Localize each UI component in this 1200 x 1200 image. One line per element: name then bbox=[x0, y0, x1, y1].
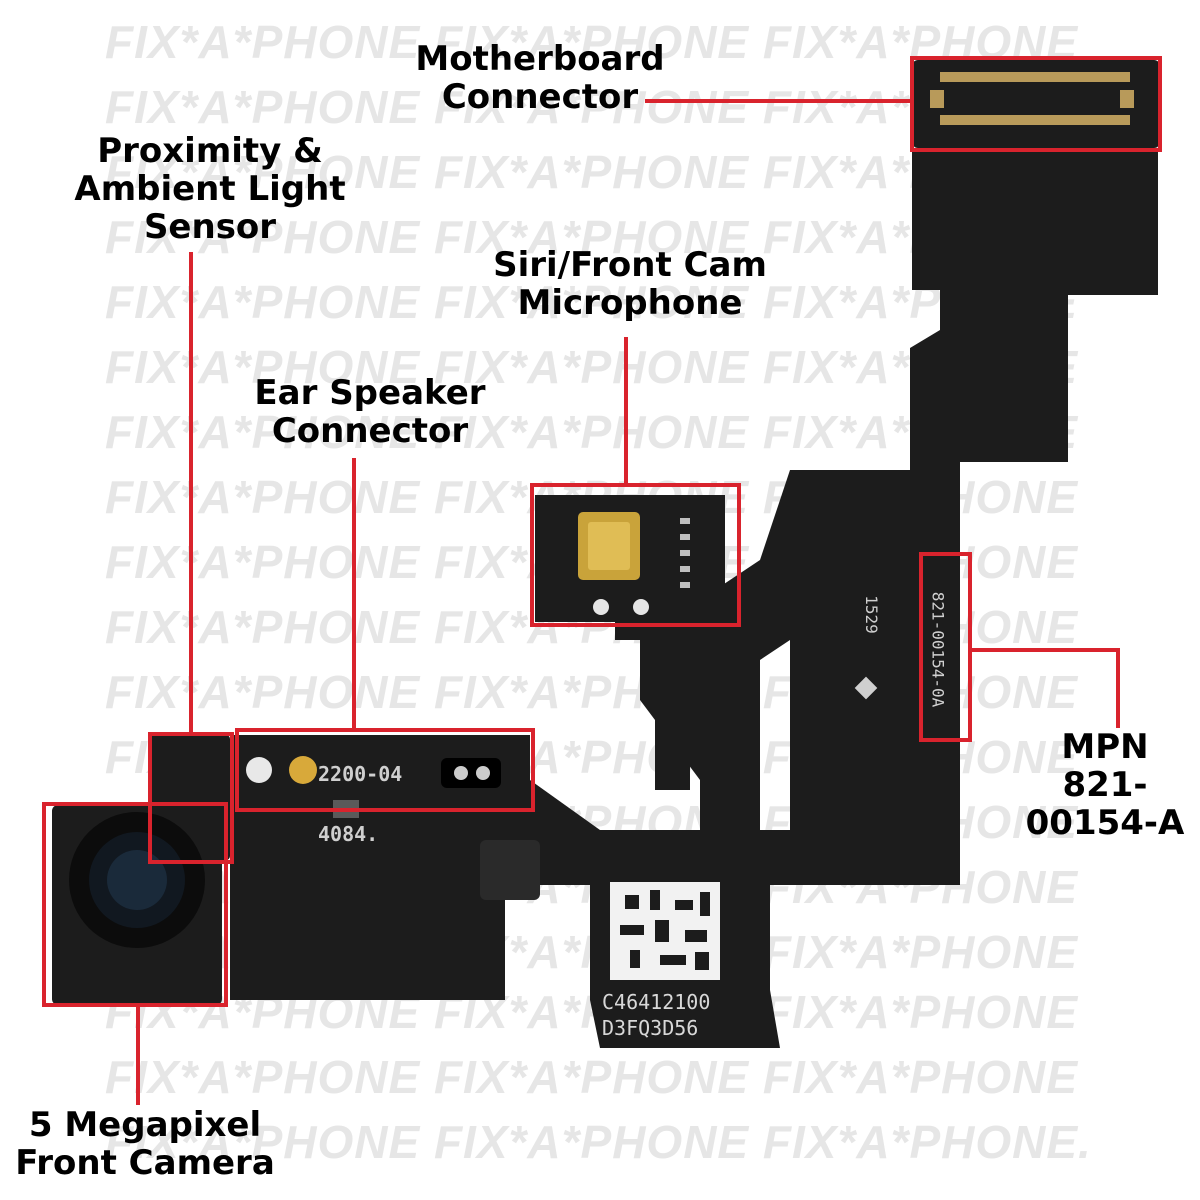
front-camera-box bbox=[42, 802, 228, 1007]
proximity-sensor-label: Proximity & Ambient Light Sensor bbox=[74, 131, 346, 247]
date-print-text: 1529 bbox=[861, 595, 881, 634]
qr-code-text-2: D3FQ3D56 bbox=[602, 1016, 699, 1040]
mpn-label: MPN 821- 00154-A bbox=[1025, 727, 1185, 843]
motherboard-leader bbox=[645, 99, 912, 103]
siri-microphone-label: Siri/Front Cam Microphone bbox=[493, 245, 767, 323]
siri-leader bbox=[624, 337, 628, 485]
chip-code-label-2: 4084. bbox=[318, 822, 379, 846]
watermark-row: FIX*A*PHONE FIX*A*PHONE FIX*A*PHONE. bbox=[105, 1116, 1092, 1168]
mpn-box bbox=[919, 552, 972, 742]
watermark-row: FIX*A*PHONE FIX*A*PHONE FIX*A*PHONE bbox=[105, 1051, 1079, 1103]
motherboard-connector-label: Motherboard Connector bbox=[415, 39, 665, 117]
mpn-leader-h bbox=[970, 648, 1120, 652]
ear-speaker-leader bbox=[352, 458, 356, 730]
proximity-sensor-box bbox=[148, 732, 234, 864]
ear-speaker-box bbox=[235, 728, 535, 812]
chip-code-label: 2200-04 bbox=[318, 762, 403, 786]
microphone-box bbox=[530, 483, 741, 627]
ear-speaker-label: Ear Speaker Connector bbox=[254, 373, 486, 451]
proximity-leader bbox=[189, 252, 193, 734]
motherboard-connector-box bbox=[910, 56, 1162, 152]
mpn-leader-v bbox=[1116, 648, 1120, 728]
qr-code-text-1: C46412100 bbox=[602, 990, 711, 1014]
front-camera-label: 5 Megapixel Front Camera bbox=[15, 1105, 275, 1183]
camera-leader bbox=[136, 1005, 140, 1105]
